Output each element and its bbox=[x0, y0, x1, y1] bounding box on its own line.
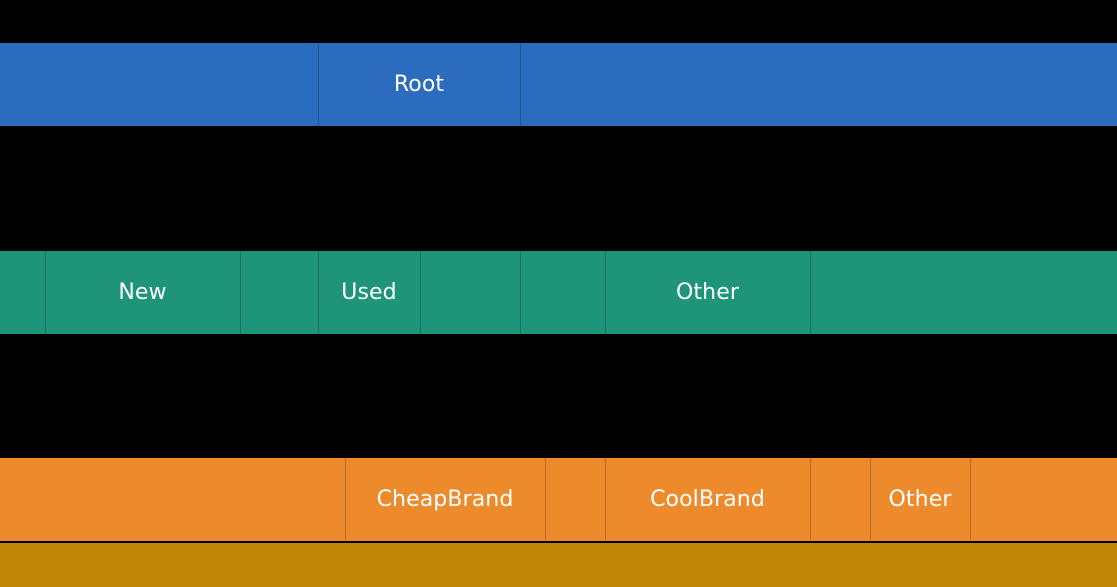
chart-level-brand: CheapBrand CoolBrand Other bbox=[0, 457, 1117, 542]
chart-level-root: Root bbox=[0, 42, 1117, 127]
icicle-node-condition-segment-5[interactable] bbox=[420, 250, 520, 335]
icicle-node-leaf-band[interactable] bbox=[0, 542, 1117, 587]
icicle-node-condition-segment-6[interactable] bbox=[520, 250, 605, 335]
chart-level-leaf bbox=[0, 542, 1117, 587]
icicle-node-brand-segment-3[interactable] bbox=[545, 457, 605, 542]
icicle-node-root-segment-1[interactable] bbox=[0, 42, 318, 127]
chart-level-condition: New Used Other bbox=[0, 250, 1117, 335]
icicle-node-brand-segment-7[interactable] bbox=[970, 457, 1117, 542]
icicle-node-other-brand[interactable]: Other bbox=[870, 457, 970, 542]
icicle-node-coolbrand[interactable]: CoolBrand bbox=[605, 457, 810, 542]
icicle-node-label: CheapBrand bbox=[376, 486, 514, 512]
icicle-node-condition-segment-8[interactable] bbox=[810, 250, 1117, 335]
icicle-node-root-segment-3[interactable] bbox=[520, 42, 1117, 127]
icicle-node-used[interactable]: Used bbox=[318, 250, 420, 335]
icicle-node-label: Other bbox=[676, 279, 739, 305]
icicle-node-label: Root bbox=[393, 71, 445, 97]
icicle-node-condition-segment-1[interactable] bbox=[0, 250, 45, 335]
icicle-node-other-condition[interactable]: Other bbox=[605, 250, 810, 335]
icicle-node-root[interactable]: Root bbox=[318, 42, 520, 127]
icicle-node-label: New bbox=[118, 279, 167, 305]
icicle-node-brand-segment-1[interactable] bbox=[0, 457, 345, 542]
icicle-node-new[interactable]: New bbox=[45, 250, 240, 335]
icicle-node-brand-segment-5[interactable] bbox=[810, 457, 870, 542]
icicle-node-label: CoolBrand bbox=[650, 486, 765, 512]
icicle-node-cheapbrand[interactable]: CheapBrand bbox=[345, 457, 545, 542]
icicle-node-label: Used bbox=[341, 279, 397, 305]
icicle-node-label: Other bbox=[888, 486, 952, 512]
icicle-node-condition-segment-3[interactable] bbox=[240, 250, 318, 335]
